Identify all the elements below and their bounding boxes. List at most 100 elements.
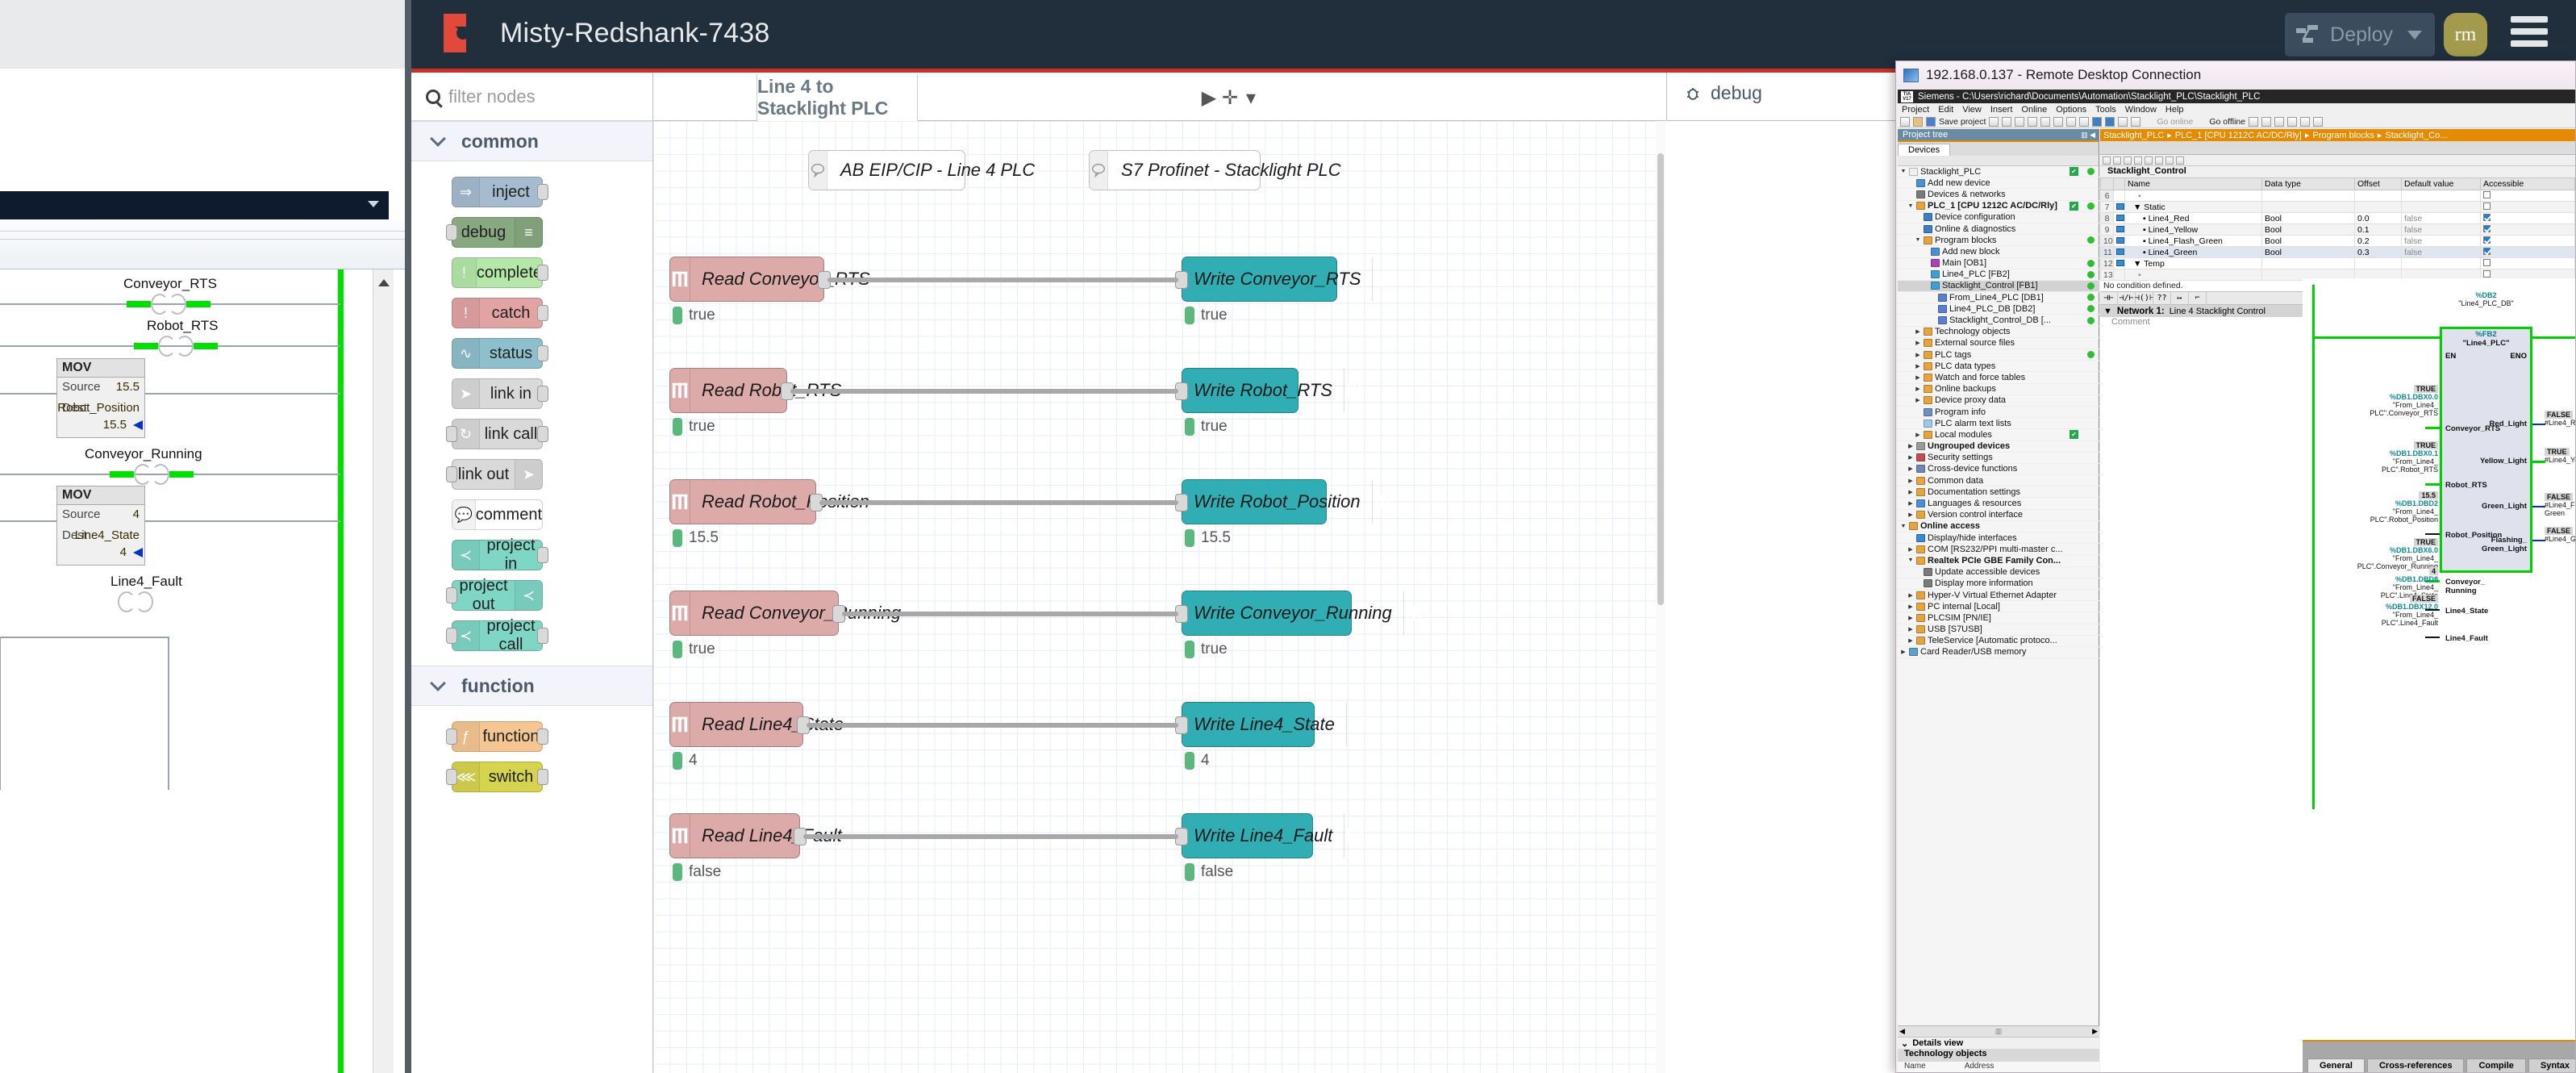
tree-item[interactable]: ▶Ungrouped devices <box>1898 441 2099 453</box>
ladder-tool-open-branch[interactable]: ⌐ <box>2189 291 2207 305</box>
tree-item[interactable]: ▼PLC_1 [CPU 1212C AC/DC/Rly]✔ <box>1898 201 2099 212</box>
print-icon[interactable] <box>1989 117 1999 127</box>
breadcrumb-item[interactable]: PLC_1 [CPU 1212C AC/DC/Rly] <box>2175 131 2302 140</box>
insert-network-icon[interactable] <box>2103 157 2111 165</box>
table-row[interactable]: 11▪ Line4_GreenBool0.3false <box>2101 247 2575 258</box>
var-name[interactable]: ▼ Temp <box>2125 258 2262 269</box>
var-name[interactable]: ▪ Line4_Green <box>2125 247 2262 258</box>
go-online-icon[interactable] <box>2144 117 2153 127</box>
scroll-thumb[interactable]: ▥ <box>1905 1027 2092 1036</box>
collapse-all-icon[interactable] <box>2176 157 2184 165</box>
tree-twisty[interactable]: ▶ <box>1900 649 1907 655</box>
node-input-port[interactable] <box>446 769 457 785</box>
tree-item[interactable]: ▶Technology objects <box>1898 327 2099 338</box>
tree-item[interactable]: ▼Online access <box>1898 521 2099 532</box>
download-icon[interactable] <box>2092 117 2102 127</box>
palette-category-function[interactable]: function <box>411 666 652 706</box>
var-default[interactable]: false <box>2402 247 2481 258</box>
table-row[interactable]: 6▪ <box>2101 190 2575 202</box>
var-default[interactable] <box>2402 190 2481 202</box>
tree-item[interactable]: Devices & networks <box>1898 189 2099 200</box>
flow-node-write[interactable]: Write Robot_RTS <box>1182 368 1298 413</box>
tree-item[interactable]: Device configuration <box>1898 212 2099 223</box>
fb-output-operand[interactable]: TRUE#Line4_Yellow <box>2545 448 2575 464</box>
tree-twisty[interactable]: ▶ <box>1915 374 1921 381</box>
node-input-port[interactable] <box>446 587 457 603</box>
node-input-port[interactable] <box>446 729 457 745</box>
tree-twisty[interactable]: ▶ <box>1907 500 1914 507</box>
menu-item-options[interactable]: Options <box>2056 105 2086 115</box>
tree-item[interactable]: ▶Hyper-V Virtual Ethernet Adapter <box>1898 590 2099 601</box>
tree-item[interactable]: Line4_PLC_DB [DB2] <box>1898 303 2099 315</box>
tree-item[interactable]: ▶External source files <box>1898 338 2099 349</box>
chevron-down-icon[interactable]: ▼ <box>2103 307 2112 316</box>
flow-wire[interactable] <box>819 500 1178 505</box>
tree-item[interactable]: Program info <box>1898 407 2099 418</box>
breadcrumb-item[interactable]: Stacklight_PLC <box>2103 131 2164 140</box>
delete-icon[interactable] <box>2040 117 2050 127</box>
tree-item[interactable]: ▶PLCSIM [PN/IE] <box>1898 612 2099 624</box>
palette-node-switch[interactable]: ⋘switch <box>452 762 543 792</box>
var-name[interactable]: ▪ Line4_Flash_Green <box>2125 236 2262 247</box>
fb-output-operand[interactable]: FALSE#Line4_Flash_Green <box>2545 493 2575 517</box>
palette-node-inject[interactable]: ⇒inject <box>452 177 543 207</box>
flow-menu-button[interactable]: ▾ <box>1237 84 1265 111</box>
tree-item[interactable]: Add new block <box>1898 246 2099 257</box>
menu-item-online[interactable]: Online <box>2021 105 2047 115</box>
flow-node-read[interactable]: Read Conveyor_Running <box>669 591 839 636</box>
project-tree-list[interactable]: ▼Stacklight_PLC✔Add new deviceDevices & … <box>1898 166 2099 981</box>
node-output-port[interactable] <box>537 426 548 442</box>
tree-item[interactable]: Update accessible devices <box>1898 567 2099 578</box>
palette-node-comment[interactable]: 💬comment <box>452 499 543 530</box>
tree-item[interactable]: ▶USB [S7USB] <box>1898 624 2099 636</box>
deploy-button[interactable]: Deploy <box>2285 13 2407 56</box>
tree-item[interactable]: ▶Documentation settings <box>1898 486 2099 498</box>
var-default[interactable]: false <box>2402 224 2481 236</box>
tree-twisty[interactable]: ▶ <box>1907 489 1914 495</box>
flow-node-write[interactable]: Write Conveyor_Running <box>1182 591 1352 636</box>
tree-item[interactable]: PLC alarm text lists <box>1898 418 2099 429</box>
var-name[interactable]: ▪ Line4_Red <box>2125 213 2262 224</box>
avatar[interactable]: rm <box>2444 13 2487 56</box>
var-name[interactable]: ▪ <box>2125 190 2262 202</box>
info-tab-compile[interactable]: Compile <box>2466 1058 2525 1072</box>
go-offline-label[interactable]: Go offline <box>2209 117 2245 127</box>
ladder-network-canvas[interactable]: %DB2 "Line4_PLC_DB" %FB2 "Line4_PLC" EN … <box>2303 278 2575 924</box>
monitor-icon[interactable] <box>2131 117 2140 127</box>
ladder-tool-empty-box[interactable]: ?? <box>2153 291 2171 305</box>
flow-wire[interactable] <box>827 278 1178 282</box>
palette-node-catch[interactable]: !catch <box>452 298 543 328</box>
palette-node-complete[interactable]: !complete <box>452 257 543 288</box>
absolute-symbolic-icon[interactable] <box>2113 157 2121 165</box>
var-datatype[interactable] <box>2262 202 2355 213</box>
copy-icon[interactable] <box>2015 117 2024 127</box>
flow-node-read[interactable]: Read Robot_Position <box>669 479 816 524</box>
flow-node-write[interactable]: Write Robot_Position <box>1182 479 1327 524</box>
chevron-down-icon[interactable] <box>2407 31 2422 40</box>
flow-node-write[interactable]: Write Conveyor_RTS <box>1182 257 1337 302</box>
go-offline-icon[interactable] <box>2196 117 2206 127</box>
monitor-on-icon[interactable] <box>2145 157 2153 165</box>
bookmark-icon[interactable] <box>2274 117 2284 127</box>
open-project-icon[interactable] <box>1913 117 1923 127</box>
palette-node-link-out[interactable]: link out➤ <box>452 459 543 490</box>
split-horizontal-icon[interactable] <box>2300 117 2310 127</box>
menu-item-edit[interactable]: Edit <box>1938 105 1953 115</box>
table-row[interactable]: 10▪ Line4_Flash_GreenBool0.2false <box>2101 236 2575 247</box>
fb-input-operand[interactable]: TRUE%DB1.DBX6.0"From_Line4_PLC".Conveyor… <box>2341 538 2438 570</box>
tree-twisty[interactable]: ▼ <box>1900 169 1907 174</box>
tree-item[interactable]: Stacklight_Control_DB [... <box>1898 315 2099 326</box>
menu-item-insert[interactable]: Insert <box>1990 105 2013 115</box>
tree-twisty[interactable]: ▶ <box>1915 340 1921 346</box>
table-row[interactable]: 9▪ Line4_YellowBool0.1false <box>2101 224 2575 236</box>
fb-output-operand[interactable]: FALSE#Line4_Red <box>2545 411 2575 427</box>
info-tab-cross-references[interactable]: Cross-references <box>2367 1058 2465 1072</box>
tree-item[interactable]: ▶Device proxy data <box>1898 395 2099 407</box>
paste-icon[interactable] <box>2028 117 2037 127</box>
tree-item[interactable]: ▶PC internal [Local] <box>1898 601 2099 612</box>
fb-output-operand[interactable]: FALSE#Line4_Green <box>2545 527 2575 543</box>
tree-item[interactable]: ▼Program blocks <box>1898 235 2099 246</box>
palette-node-link-in[interactable]: ➤link in <box>452 378 543 409</box>
var-accessible[interactable] <box>2481 258 2575 269</box>
tree-twisty[interactable]: ▶ <box>1907 478 1914 484</box>
